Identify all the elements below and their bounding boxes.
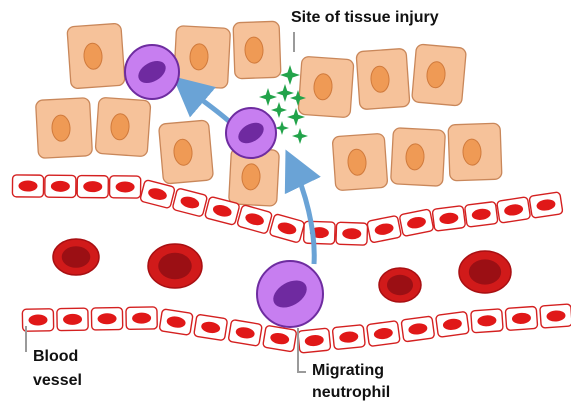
signal-molecule [259, 88, 277, 106]
label-neutrophil-line2: neutrophil [312, 384, 390, 401]
red-blood-cell [459, 251, 511, 293]
tissue-cell [391, 128, 446, 187]
endothelial-cell [399, 209, 434, 237]
label-neutrophil-line1: Migrating [312, 362, 384, 379]
red-blood-cell [379, 268, 421, 302]
endothelial-cell [57, 308, 88, 331]
tissue-cell [298, 56, 354, 117]
red-blood-cell [148, 244, 202, 288]
endothelial-cell [228, 319, 262, 346]
endothelial-cell [367, 215, 402, 243]
tissue-cell [95, 97, 151, 156]
endothelial-cell [465, 202, 498, 228]
endothelial-cell [263, 325, 297, 352]
label-injury-site: Site of tissue injury [291, 9, 439, 26]
tissue-cell [36, 98, 93, 159]
label-blood-vessel-line1: Blood [33, 348, 78, 365]
neutrophil [257, 261, 323, 327]
endothelial-cell [110, 176, 141, 198]
signal-molecule [280, 65, 300, 85]
endothelial-cell [126, 307, 157, 330]
label-blood-vessel-line2: vessel [33, 372, 82, 389]
migration-arrow-lower [292, 163, 314, 264]
endothelial-cell [237, 205, 273, 235]
red-blood-cell [53, 239, 99, 275]
endothelial-cell [540, 304, 571, 328]
tissue-cell [356, 48, 410, 109]
endothelial-cell [505, 306, 537, 330]
endothelial-cell [194, 314, 228, 341]
endothelial-cell [432, 206, 465, 232]
endothelial-cell [529, 192, 563, 218]
endothelial-cell [332, 325, 365, 350]
signal-molecule [276, 84, 294, 102]
endothelial-cell [91, 307, 122, 330]
endothelial-cell [172, 188, 208, 217]
tissue-cell [173, 26, 230, 89]
tissue-cell [448, 123, 502, 181]
endothelial-cell [298, 328, 331, 353]
endothelial-cell [77, 175, 108, 197]
signal-molecule [271, 102, 287, 118]
signal-molecule [275, 121, 289, 135]
endothelial-cell [401, 316, 435, 342]
vessel-wall-top [12, 175, 563, 245]
endothelial-cell [304, 221, 336, 244]
endothelial-cell [45, 175, 76, 197]
endothelial-cell [269, 214, 305, 244]
endothelial-cell [497, 197, 531, 223]
tissue-cell [233, 21, 281, 79]
endothelial-cell [22, 309, 53, 332]
endothelial-cell [436, 311, 470, 337]
migration-arrow-upper [184, 86, 232, 124]
endothelial-cell [471, 309, 503, 333]
tissue-cell [332, 133, 388, 190]
tissue-cell [158, 120, 213, 184]
neutrophil [226, 108, 276, 158]
signal-molecule [292, 128, 308, 144]
endothelial-cell [12, 175, 43, 197]
tissue-cell [412, 44, 467, 106]
endothelial-cell [159, 309, 193, 336]
endothelial-cell [336, 222, 368, 245]
tissue-cell [67, 23, 125, 89]
endothelial-cell [367, 321, 401, 347]
neutrophil [125, 45, 179, 99]
